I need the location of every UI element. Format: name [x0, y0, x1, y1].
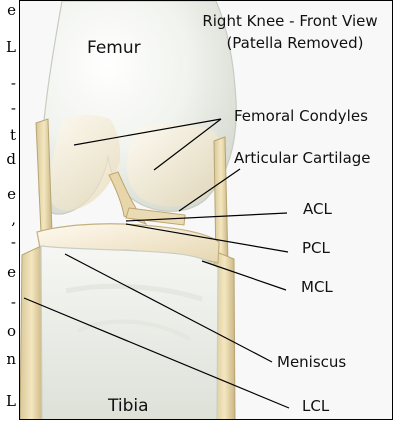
knee-diagram: Right Knee - Front View (Patella Removed…: [19, 0, 393, 420]
side-text-char: e: [7, 187, 16, 202]
side-text-char: L: [6, 40, 16, 55]
side-text-char: t: [10, 128, 16, 143]
meniscus-label: Meniscus: [277, 353, 346, 371]
mcl-label: MCL: [301, 278, 333, 296]
lcl-lower-ligament: [20, 246, 43, 420]
pcl-label: PCL: [302, 239, 330, 257]
side-text-char: L: [6, 394, 16, 409]
side-text-char: ,: [11, 212, 16, 227]
side-text-char: -: [11, 235, 16, 250]
side-text-char: d: [6, 152, 16, 167]
tibia-label: Tibia: [108, 396, 149, 416]
left-text-strip: e L - - t d e , - e - o n L: [0, 0, 17, 421]
side-text-char: -: [11, 295, 16, 310]
side-text-char: -: [11, 76, 16, 91]
diagram-title-line-1: Right Knee - Front View: [195, 13, 385, 29]
articular-cartilage-label: Articular Cartilage: [234, 149, 371, 167]
diagram-title-line-2: (Patella Removed): [200, 35, 390, 51]
side-text-char: e: [7, 3, 16, 18]
acl-label: ACL: [303, 200, 332, 218]
femoral-condyles-label: Femoral Condyles: [234, 107, 368, 125]
femur-label: Femur: [87, 38, 141, 58]
side-text-char: n: [6, 352, 16, 367]
side-text-char: e: [7, 265, 16, 280]
side-text-char: o: [7, 324, 16, 339]
tibia-bone: [41, 246, 218, 420]
side-text-char: -: [11, 101, 16, 116]
lcl-label: LCL: [302, 397, 329, 415]
